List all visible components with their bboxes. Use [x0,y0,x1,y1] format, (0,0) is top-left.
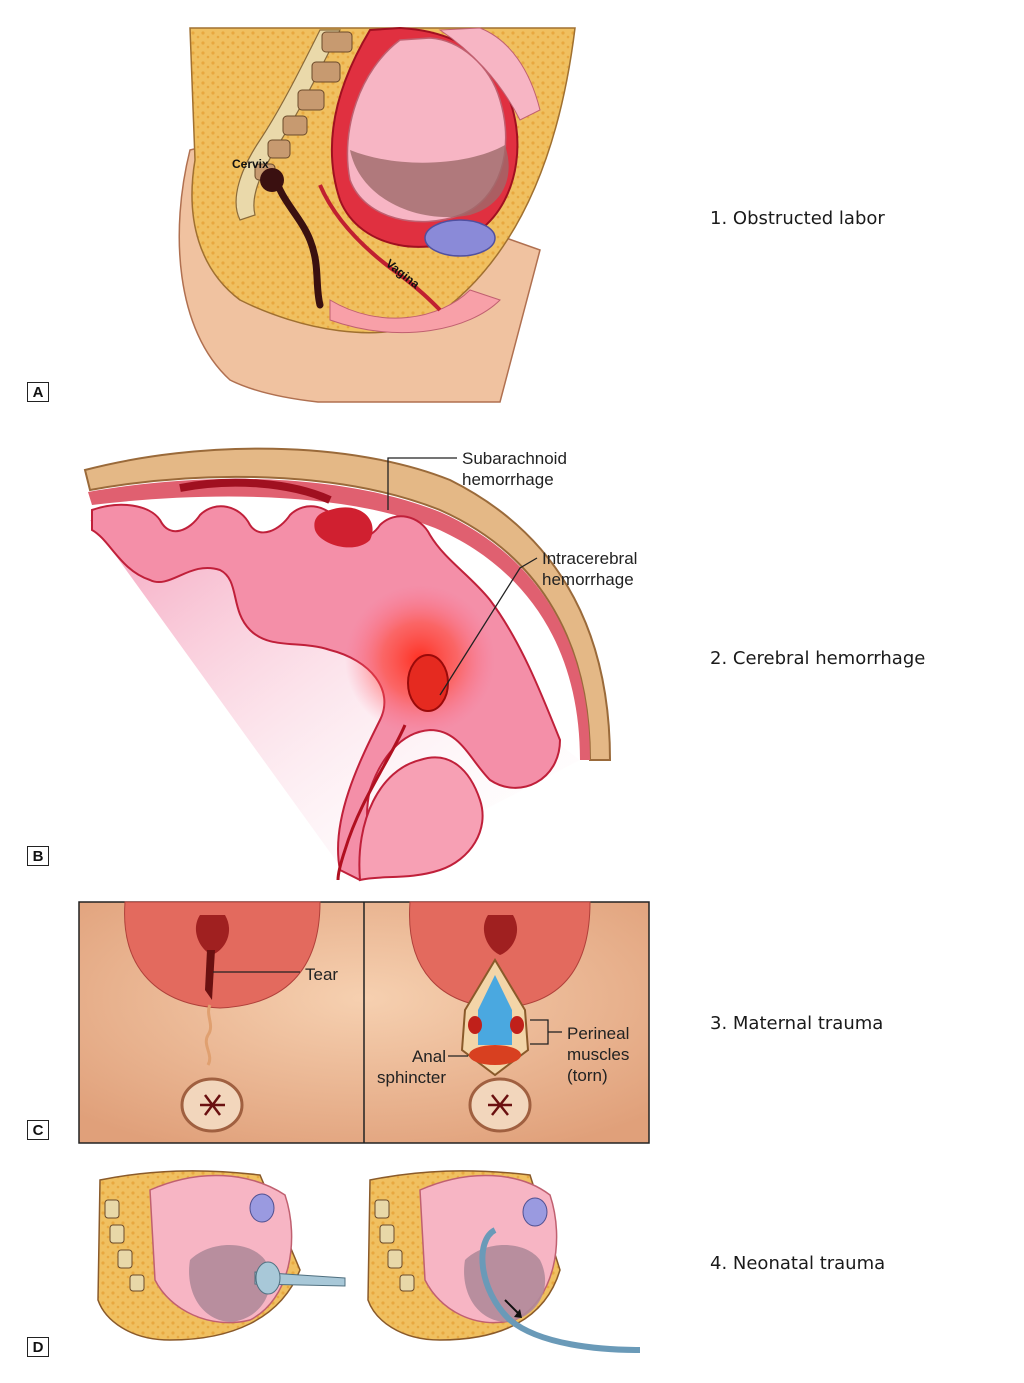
anal-line-2: sphincter [377,1068,446,1087]
subarachnoid-hemorrhage-label: Subarachnoid hemorrhage [462,448,567,490]
panel-d-illustration [97,1170,641,1353]
anal-sphincter-label: Anal sphincter [370,1046,446,1088]
perineal-line-2: muscles [567,1045,630,1064]
panel-d-letter: D [27,1337,49,1357]
panel-a-illustration: Cervix Vagina [178,26,576,403]
panel-b-illustration [83,447,612,882]
panel-b-letter: B [27,846,49,866]
panel-a-letter: A [27,382,49,402]
anal-line-1: Anal [411,1047,446,1066]
intracerebral-hemorrhage-label: Intracerebral hemorrhage [542,548,637,590]
panel-c-letter: C [27,1120,49,1140]
perineal-line-3: (torn) [567,1066,608,1085]
subarachnoid-line-2: hemorrhage [462,470,554,489]
caption-neonatal-trauma: 4. Neonatal trauma [710,1253,886,1274]
panel-c-illustration [78,901,650,1144]
intracerebral-line-1: Intracerebral [542,549,638,568]
caption-obstructed-labor: 1. Obstructed labor [710,208,885,229]
perineal-muscles-label: Perineal muscles (torn) [567,1023,629,1086]
caption-maternal-trauma: 3. Maternal trauma [710,1013,884,1034]
caption-cerebral-hemorrhage: 2. Cerebral hemorrhage [710,648,926,669]
spine-vertebrae [254,31,353,181]
intracerebral-line-2: hemorrhage [542,570,634,589]
subarachnoid-line-1: Subarachnoid [462,449,567,468]
perineal-line-1: Perineal [567,1024,630,1043]
cervix-label: Cervix [232,157,269,171]
tear-label: Tear [305,965,339,984]
